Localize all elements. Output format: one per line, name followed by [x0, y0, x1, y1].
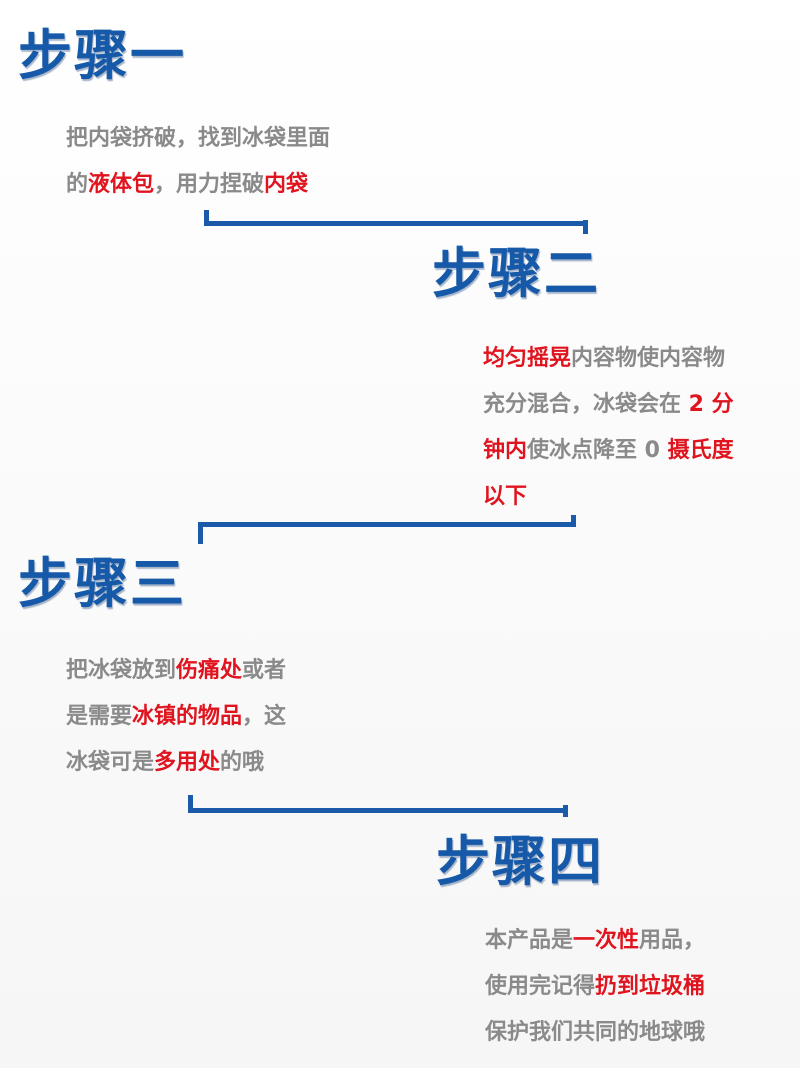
highlight-text: 钟内	[483, 438, 528, 463]
highlight-text: 内袋	[264, 172, 309, 197]
highlight-text: 一次性	[573, 928, 640, 953]
description-line: 本产品是一次性用品，	[485, 918, 705, 964]
description-line: 以下	[483, 474, 734, 520]
body-text: 把内袋挤破，找到冰袋里面	[66, 126, 331, 151]
description-line: 把内袋挤破，找到冰袋里面	[66, 116, 330, 162]
step-1-description: 把内袋挤破，找到冰袋里面的液体包，用力捏破内袋	[66, 116, 330, 208]
body-text: ，用力捏破	[154, 172, 265, 197]
step-1-connector	[204, 210, 588, 226]
body-text: 用品，	[639, 928, 706, 953]
highlight-text: 多用处	[154, 750, 221, 775]
body-text: 内容物使内容物	[571, 346, 726, 371]
step-3-title: 步骤三	[18, 552, 186, 615]
description-line: 是需要冰镇的物品，这	[66, 694, 286, 740]
description-line: 保护我们共同的地球哦	[485, 1010, 705, 1056]
body-text: 把冰袋放到	[66, 658, 177, 683]
step-3-connector-tail	[563, 805, 568, 817]
highlight-text: 2 分	[688, 392, 734, 417]
step-3-description: 把冰袋放到伤痛处或者是需要冰镇的物品，这冰袋可是多用处的哦	[66, 648, 286, 786]
step-4-description: 本产品是一次性用品，使用完记得扔到垃圾桶保护我们共同的地球哦	[485, 918, 705, 1056]
description-line: 冰袋可是多用处的哦	[66, 740, 286, 786]
step-1-connector-tail	[583, 220, 588, 234]
highlight-text: 扔到垃圾桶	[595, 974, 706, 999]
body-text: 使用完记得	[485, 974, 596, 999]
body-text: 冰袋可是	[66, 750, 155, 775]
highlight-text: 冰镇的物品	[132, 704, 243, 729]
highlight-text: 摄氏度	[667, 438, 734, 463]
highlight-text: 均匀摇晃	[483, 346, 572, 371]
description-line: 的液体包，用力捏破内袋	[66, 162, 330, 208]
body-text: 使冰点降至 0	[527, 438, 668, 463]
body-text: 充分混合，冰袋会在	[483, 392, 689, 417]
highlight-text: 以下	[483, 484, 528, 509]
body-text: 是需要	[66, 704, 133, 729]
step-2-connector-tail	[571, 515, 576, 527]
highlight-text: 伤痛处	[176, 658, 243, 683]
body-text: 的哦	[220, 750, 265, 775]
body-text: 本产品是	[485, 928, 574, 953]
step-4-title: 步骤四	[436, 830, 604, 893]
step-1-title: 步骤一	[18, 24, 186, 87]
description-line: 把冰袋放到伤痛处或者	[66, 648, 286, 694]
highlight-text: 液体包	[88, 172, 155, 197]
description-line: 使用完记得扔到垃圾桶	[485, 964, 705, 1010]
step-2-title: 步骤二	[432, 242, 600, 305]
description-line: 均匀摇晃内容物使内容物	[483, 336, 734, 382]
body-text: 或者	[242, 658, 287, 683]
body-text: 保护我们共同的地球哦	[485, 1020, 706, 1045]
description-line: 钟内使冰点降至 0 摄氏度	[483, 428, 734, 474]
body-text: ，这	[242, 704, 287, 729]
step-2-connector	[198, 522, 576, 544]
step-2-description: 均匀摇晃内容物使内容物充分混合，冰袋会在 2 分钟内使冰点降至 0 摄氏度以下	[483, 336, 734, 520]
step-3-connector	[188, 795, 568, 813]
body-text: 的	[66, 172, 89, 197]
description-line: 充分混合，冰袋会在 2 分	[483, 382, 734, 428]
